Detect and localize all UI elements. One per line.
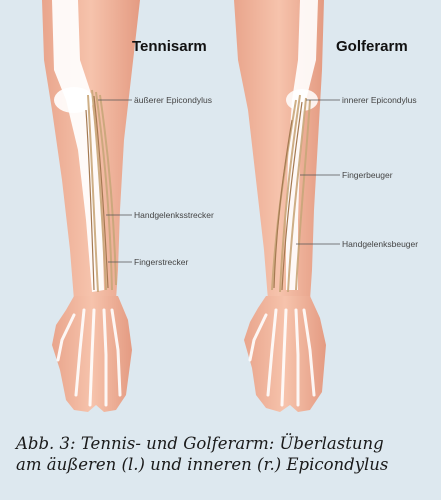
- caption-line-1: Abb. 3: Tennis- und Golferarm: Überlastu…: [16, 433, 436, 454]
- right-arm: [234, 0, 326, 412]
- label-handgelenksbeuger: Handgelenksbeuger: [342, 239, 418, 249]
- label-aeusserer-epicondylus: äußerer Epicondylus: [134, 95, 212, 105]
- golferarm-title: Golferarm: [336, 38, 408, 55]
- left-arm: [42, 0, 140, 412]
- caption-line-2: am äußeren (l.) und inneren (r.) Epicond…: [16, 454, 436, 475]
- label-handgelenksstrecker: Handgelenksstrecker: [134, 210, 214, 220]
- label-fingerstrecker: Fingerstrecker: [134, 257, 188, 267]
- figure-caption: Abb. 3: Tennis- und Golferarm: Überlastu…: [16, 433, 436, 475]
- arm-anatomy-illustration: [0, 0, 441, 415]
- tennisarm-title: Tennisarm: [132, 38, 207, 55]
- label-fingerbeuger: Fingerbeuger: [342, 170, 393, 180]
- label-innerer-epicondylus: innerer Epicondylus: [342, 95, 417, 105]
